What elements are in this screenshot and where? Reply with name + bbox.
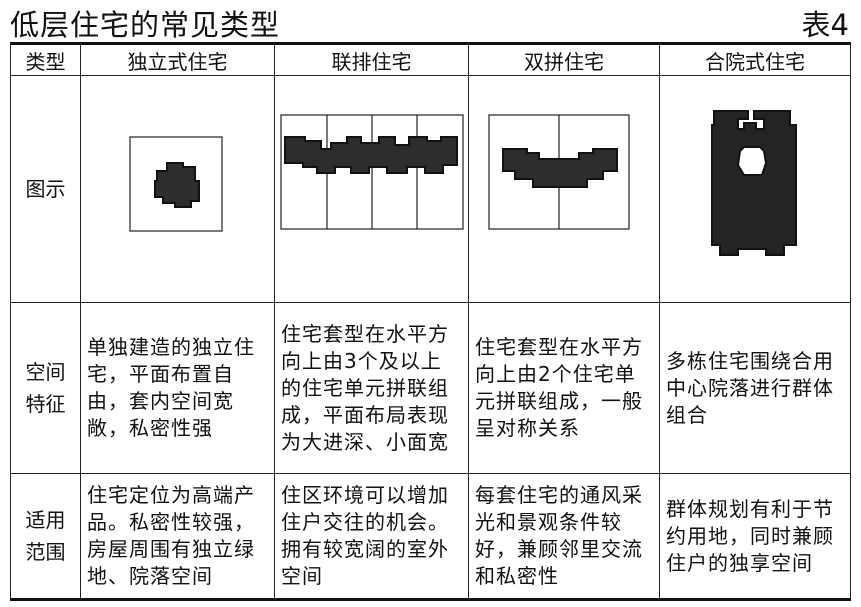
- col-header-row-house: 联排住宅: [274, 42, 469, 76]
- figure-row-house: [274, 75, 469, 303]
- figure-row: 图示: [10, 75, 851, 303]
- detached-house-diagram: [128, 136, 223, 232]
- space-row-house: 住宅套型在水平方向上由3个及以上的住宅单元拼联组成，平面布局表现为大进深、小面宽: [274, 302, 469, 474]
- figure-detached: [80, 75, 275, 303]
- use-duplex: 每套住宅的通风采光和景观条件较好，兼顾邻里交流和私密性: [468, 473, 660, 601]
- use-detached: 住宅定位为高端产品。私密性较强，房屋周围有独立绿地、院落空间: [80, 473, 275, 601]
- page-title: 低层住宅的常见类型: [10, 8, 281, 42]
- col-header-duplex: 双拼住宅: [468, 42, 660, 76]
- row-label-use-text: 适用 范围: [25, 508, 66, 564]
- col-header-courtyard: 合院式住宅: [659, 42, 851, 76]
- row-house-diagram: [279, 114, 464, 230]
- duplex-house-diagram: [488, 114, 630, 230]
- row-label-figure: 图示: [10, 75, 81, 303]
- col-header-type: 类型: [10, 42, 81, 76]
- use-courtyard: 群体规划有利于节约用地，同时兼顾住户的独享空间: [659, 473, 851, 601]
- header-row: 类型 独立式住宅 联排住宅 双拼住宅 合院式住宅: [10, 42, 851, 76]
- row-label-space: 空间 特征: [10, 302, 81, 474]
- space-detached: 单独建造的独立住宅，平面布置自由，套内空间宽敞，私密性强: [80, 302, 275, 474]
- housing-types-table: 类型 独立式住宅 联排住宅 双拼住宅 合院式住宅 图示: [10, 42, 851, 601]
- space-courtyard: 多栋住宅围绕合用中心院落进行群体组合: [659, 302, 851, 474]
- row-label-use: 适用 范围: [10, 473, 81, 601]
- col-header-detached: 独立式住宅: [80, 42, 275, 76]
- use-row: 适用 范围 住宅定位为高端产品。私密性较强，房屋周围有独立绿地、院落空间 住区环…: [10, 473, 851, 601]
- space-row: 空间 特征 单独建造的独立住宅，平面布置自由，套内空间宽敞，私密性强 住宅套型在…: [10, 302, 851, 474]
- courtyard-house-diagram: [711, 110, 797, 256]
- figure-courtyard: [659, 75, 851, 303]
- table-number: 表4: [801, 8, 849, 42]
- figure-duplex: [468, 75, 660, 303]
- row-label-space-text: 空间 特征: [25, 360, 66, 416]
- space-duplex: 住宅套型在水平方向上由2个住宅单元拼联组成，一般呈对称关系: [468, 302, 660, 474]
- use-row-house: 住区环境可以增加住户交往的机会。拥有较宽阔的室外空间: [274, 473, 469, 601]
